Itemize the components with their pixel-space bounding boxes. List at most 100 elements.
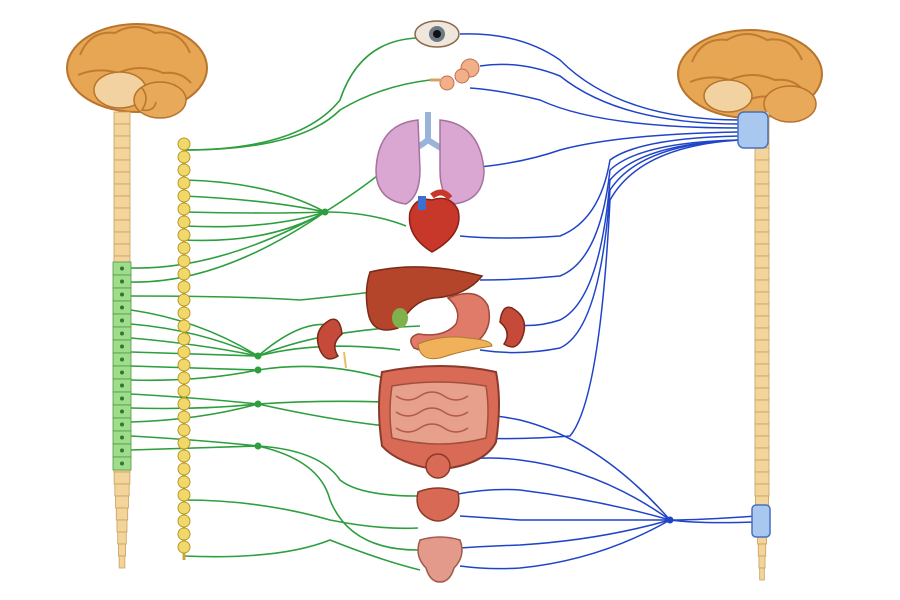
parasympathetic-fiber (459, 519, 671, 549)
sympathetic-ganglion-node (254, 400, 262, 408)
ganglion (177, 267, 191, 281)
lungs-organ (375, 112, 485, 205)
sympathetic-fiber (130, 369, 259, 382)
parasympathetic-fiber (459, 515, 670, 521)
ganglion (177, 254, 191, 268)
spinal-segment (754, 471, 770, 485)
spinal-segment (754, 291, 770, 305)
segment-nucleus (120, 396, 124, 401)
thoracolumbar-segments (112, 261, 132, 471)
cranial-parasympathetic-nuclei (737, 111, 769, 149)
sympathetic-fiber (257, 403, 387, 427)
segment-nucleus (120, 461, 124, 466)
sympathetic-fiber (130, 393, 259, 405)
ganglion (177, 228, 191, 242)
heart-organ (408, 189, 460, 253)
parasympathetic-fiber (479, 139, 741, 281)
spinal-segment (757, 543, 767, 557)
ganglion (177, 150, 191, 164)
parasympathetic-fiber (459, 457, 671, 521)
spinal-segment (754, 267, 770, 281)
segment-nucleus (120, 318, 124, 323)
spinal-segment (754, 375, 770, 389)
ganglion (177, 241, 191, 255)
sympathetic-fiber (130, 323, 259, 357)
segment-nucleus (120, 383, 124, 388)
spinal-segment (113, 219, 131, 233)
sympathetic-fiber (130, 445, 259, 451)
segment-nucleus (120, 435, 124, 440)
spinal-segment (758, 555, 766, 569)
spinal-segment (754, 315, 770, 329)
sympathetic-fiber (183, 211, 326, 214)
parasympathetic-fiber (459, 135, 741, 239)
spinal-segment (113, 471, 131, 485)
segment-nucleus (120, 448, 124, 453)
ganglion (177, 436, 191, 450)
ganglion (177, 189, 191, 203)
sympathetic-fiber (257, 445, 419, 497)
pancreas-organ (417, 336, 493, 360)
ganglion (177, 215, 191, 229)
segment-nucleus (120, 266, 124, 271)
spinal-segment (754, 435, 770, 449)
ganglion (177, 540, 191, 554)
ganglion (177, 423, 191, 437)
spinal-segment (118, 555, 126, 569)
spinal-segment (754, 411, 770, 425)
ganglion (177, 176, 191, 190)
parasympathetic-fiber (469, 413, 671, 521)
spinal-segment (118, 543, 126, 557)
sympathetic-ganglion-chain (177, 137, 191, 560)
sympathetic-fiber (130, 309, 259, 357)
spinal-segment (113, 243, 131, 257)
spinal-segment (113, 207, 131, 221)
sympathetic-fiber (130, 211, 326, 269)
sympathetic-fiber (257, 365, 385, 379)
ganglion (177, 371, 191, 385)
spinal-segment (115, 507, 129, 521)
ganglion (177, 475, 191, 489)
spinal-segment (754, 447, 770, 461)
sympathetic-fiber (324, 171, 383, 213)
spinal-segment (113, 135, 131, 149)
kidney-right-organ (499, 306, 526, 348)
spinal-segment (113, 111, 131, 125)
spinal-segment (113, 231, 131, 245)
sympathetic-ganglion-node (254, 352, 262, 360)
sympathetic-fiber (183, 79, 431, 151)
ganglion (177, 137, 191, 151)
kidney-left-organ (316, 318, 347, 369)
parasympathetic-fiber (669, 515, 757, 521)
ganglion (177, 514, 191, 528)
ganglion (177, 319, 191, 333)
spinal-segment (116, 519, 128, 533)
spinal-segment (754, 483, 770, 497)
bladder-organ (416, 487, 460, 522)
sympathetic-ganglion-node (254, 442, 262, 450)
sympathetic-fiber (257, 400, 385, 405)
ganglion (177, 488, 191, 502)
parasympathetic-fiber (469, 87, 741, 129)
spinal-segment (754, 339, 770, 353)
spinal-segment (754, 399, 770, 413)
spinal-segment (754, 423, 770, 437)
sympathetic-ganglion-node (254, 366, 262, 374)
ganglion (177, 527, 191, 541)
segment-nucleus (120, 292, 124, 297)
sacral-parasympathetic-nuclei (751, 504, 771, 538)
spinal-segment (754, 183, 770, 197)
sympathetic-fiber (183, 195, 326, 213)
spinal-segment (754, 171, 770, 185)
spinal-segment (114, 483, 130, 497)
parasympathetic-fiber (499, 139, 741, 327)
spinal-segment (754, 159, 770, 173)
sympathetic-ganglion-node (321, 208, 329, 216)
sympathetic-fiber (130, 403, 259, 410)
sympathetic-fiber (130, 291, 373, 301)
segment-nucleus (120, 357, 124, 362)
spinal-segment (754, 255, 770, 269)
parasympathetic-fiber (479, 139, 741, 354)
spinal-segment (754, 243, 770, 257)
ganglion (177, 163, 191, 177)
